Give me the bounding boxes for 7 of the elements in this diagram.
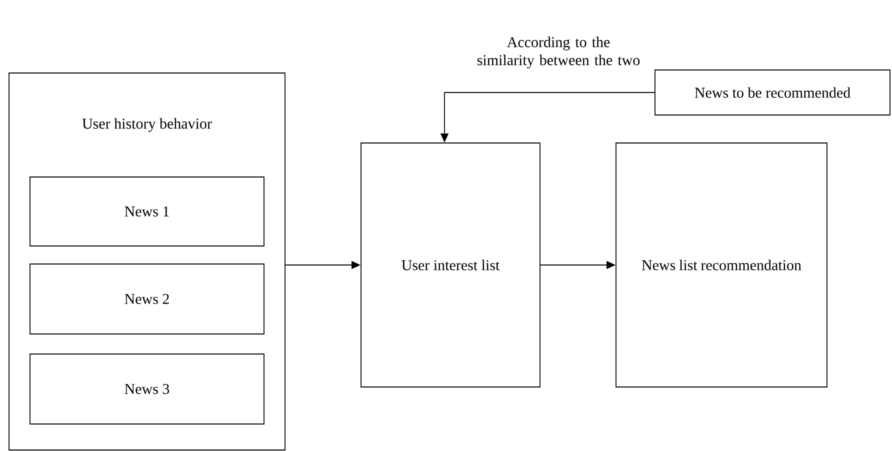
process-box: News 3 [30, 354, 264, 424]
process-box: News to be recommended [654, 70, 890, 116]
edge-label: According to the similarity between the two [477, 36, 640, 68]
process-box: User interest list [360, 142, 540, 388]
process-box: News list recommendation [616, 142, 828, 388]
process-box: News 1 [30, 176, 264, 246]
process-box: News 2 [30, 264, 264, 334]
